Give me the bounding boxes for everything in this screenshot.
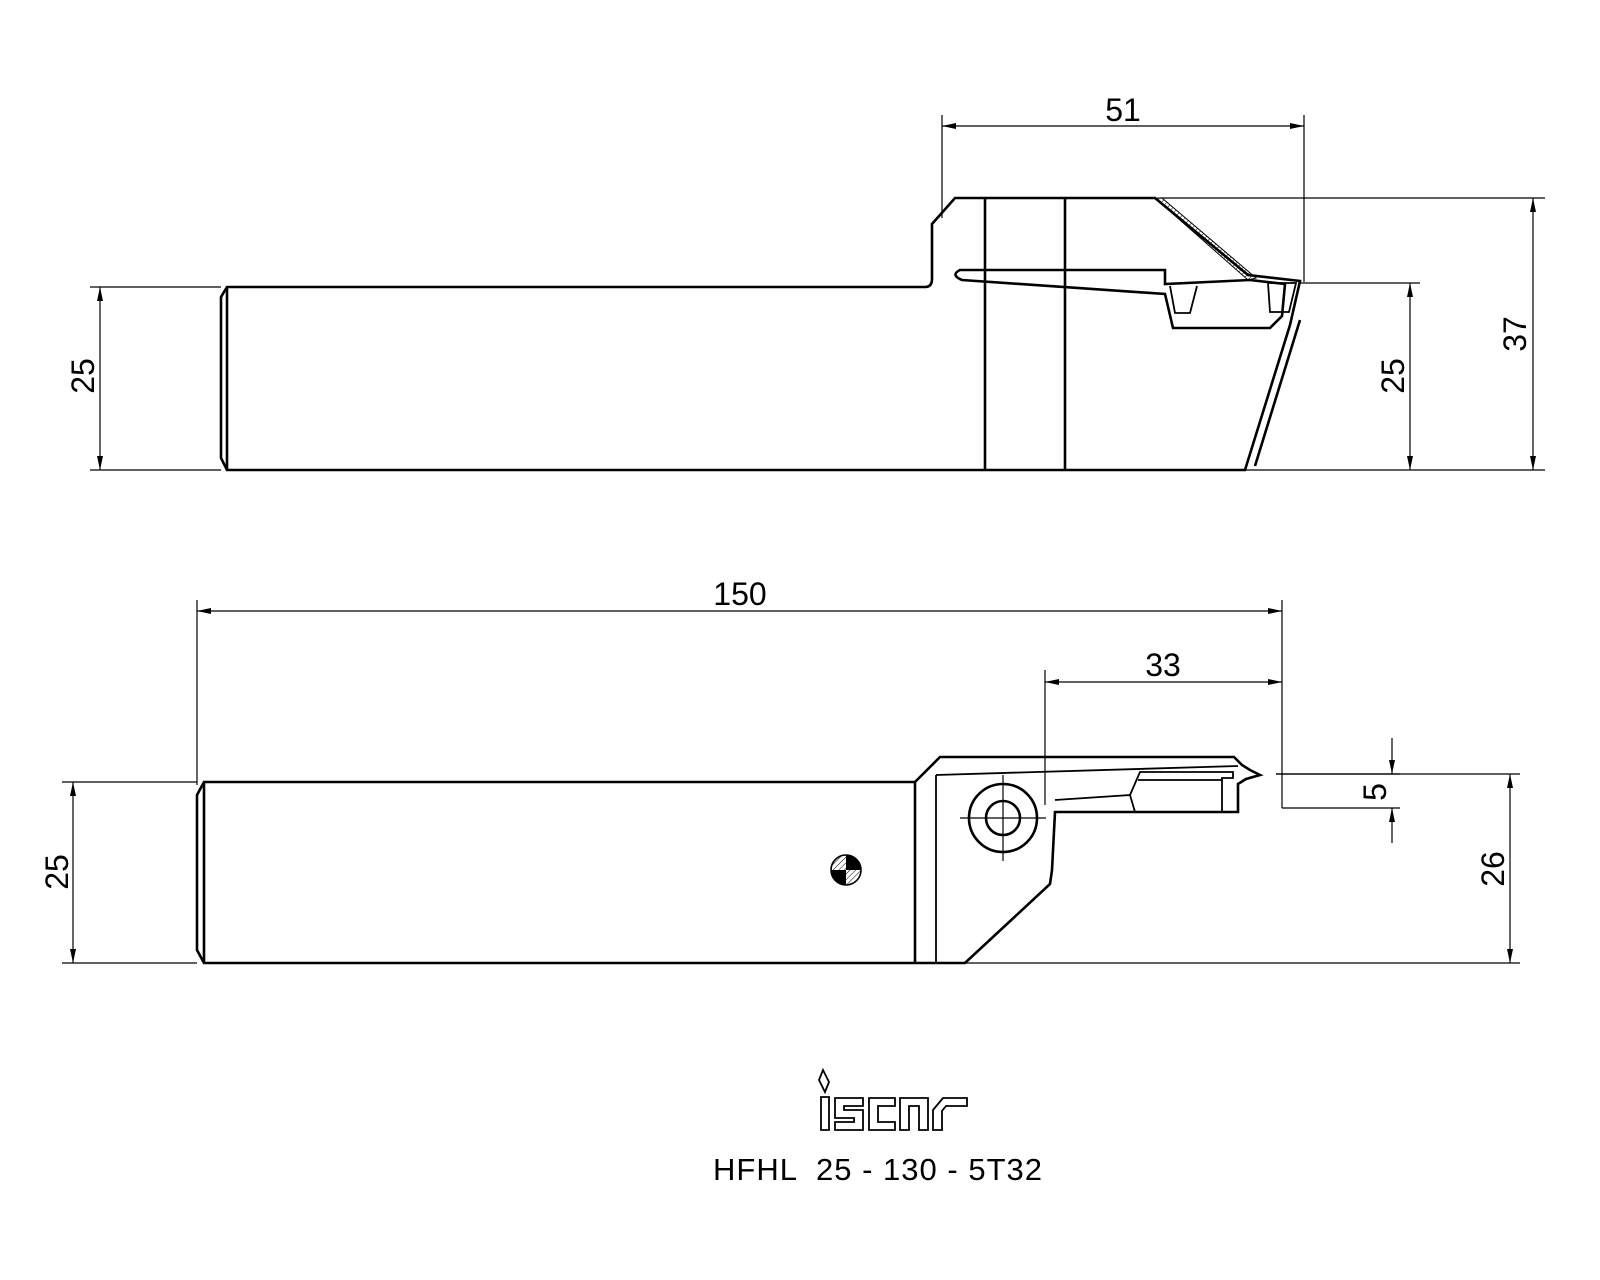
- dim-head-offset-label: 33: [1145, 647, 1181, 683]
- side-insert-pocket-left: [1169, 285, 1198, 314]
- side-clamp-slot: [954, 268, 1287, 330]
- dim-overall-width: 26: [965, 773, 1520, 964]
- side-shank-outline: [219, 196, 1302, 472]
- dim-shank-width: 25: [39, 781, 197, 964]
- dim-head-length: 51: [941, 92, 1305, 282]
- dim-overall-height-label: 37: [1497, 316, 1533, 352]
- product-code: HFHL 25 - 130 - 5T32: [713, 1152, 1043, 1187]
- top-blade-slot: [1054, 771, 1234, 813]
- dim-overall-length-label: 150: [713, 576, 766, 612]
- dim-cut-width-label: 5: [1357, 783, 1393, 801]
- top-shank-outline: [195, 755, 1264, 965]
- dim-head-offset: 33: [1044, 647, 1282, 805]
- dim-overall-length: 150: [196, 576, 1283, 808]
- dim-cut-width: 5: [1276, 738, 1400, 843]
- side-view: [219, 196, 1302, 472]
- dim-overall-height: 37: [1160, 197, 1545, 471]
- dim-shank-width-label: 25: [39, 854, 75, 890]
- side-hatched-face: [1153, 197, 1258, 281]
- top-head-inner-edge: [935, 765, 1239, 776]
- dim-overall-width-label: 26: [1475, 851, 1511, 887]
- dim-shank-height-left-label: 25: [65, 358, 101, 394]
- top-view: [195, 755, 1264, 965]
- dim-shank-height-left: 25: [65, 286, 221, 471]
- dim-head-length-label: 51: [1105, 92, 1141, 128]
- dim-shank-height-right-label: 25: [1375, 358, 1411, 394]
- dim-shank-height-right: 25: [1300, 282, 1420, 470]
- reference-mark-icon: [830, 854, 862, 886]
- side-insert: [1267, 282, 1298, 313]
- side-clearance-line: [1253, 319, 1302, 467]
- brand-logo-icon: [818, 1067, 968, 1131]
